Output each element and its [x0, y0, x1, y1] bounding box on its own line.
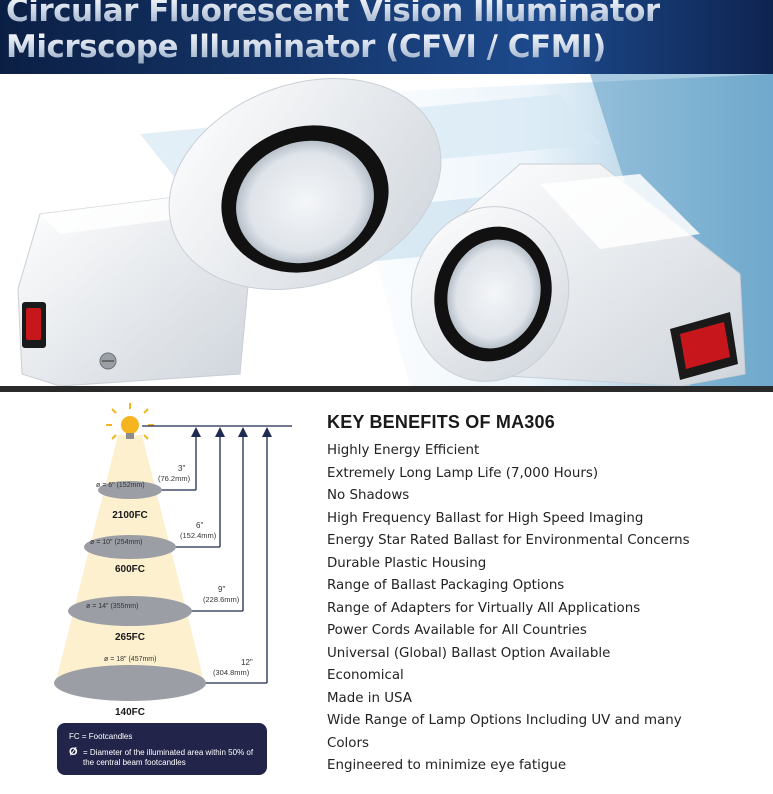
legend-diameter: = Diameter of the illuminated area withi… — [83, 748, 254, 767]
light-bulb-icon — [106, 403, 154, 440]
illuminated-area-2 — [84, 535, 176, 559]
benefits-list: Highly Energy Efficient Extremely Long L… — [327, 440, 767, 778]
benefit-item: Wide Range of Lamp Options Including UV … — [327, 713, 682, 728]
illuminated-area-1 — [98, 481, 162, 499]
footcandles-label-4: 140FC — [115, 707, 145, 718]
distance-in-2: 6" — [196, 521, 203, 530]
diameter-label-3: ø = 14" (355mm) — [86, 603, 138, 610]
diameter-label-4: ø = 18" (457mm) — [104, 656, 156, 663]
diameter-symbol-icon: Ø — [69, 746, 78, 758]
distance-in-4: 12" — [241, 658, 253, 667]
benefit-item: Colors — [327, 735, 369, 751]
distance-in-1: 3" — [178, 464, 185, 473]
product-photo — [0, 74, 773, 392]
benefit-item: Extremely Long Lamp Life (7,000 Hours) — [327, 465, 599, 481]
benefit-item: Economical — [327, 668, 404, 683]
header-title-line2: Micrscope Illuminator (CFVI / CFMI) — [6, 29, 606, 65]
diameter-label-1: ø = 6" (152mm) — [96, 482, 145, 489]
benefit-item: No Shadows — [327, 488, 410, 503]
benefit-item: Universal (Global) Ballast Option Availa… — [327, 645, 611, 661]
footcandles-label-2: 600FC — [115, 564, 145, 575]
beam-diagram-svg: 3" (76.2mm) ø = 6" (152mm) 2100FC 6" (15… — [54, 403, 292, 718]
benefit-item: High Frequency Ballast for High Speed Im… — [327, 510, 644, 526]
distance-mm-3: (228.6mm) — [203, 595, 240, 604]
footcandles-label-3: 265FC — [115, 632, 145, 643]
benefit-item: Range of Ballast Packaging Options — [327, 578, 565, 593]
illuminated-area-4 — [54, 665, 206, 701]
footcandles-label-1: 2100FC — [112, 510, 148, 521]
benefit-item: Highly Energy Efficient — [327, 443, 480, 458]
benefit-item: Durable Plastic Housing — [327, 555, 487, 571]
illumination-diagram: 3" (76.2mm) ø = 6" (152mm) 2100FC 6" (15… — [0, 395, 320, 794]
key-benefits-section: KEY BENEFITS OF MA306 Highly Energy Effi… — [327, 412, 767, 778]
header-banner: Circular Fluorescent Vision Illuminator … — [0, 0, 773, 74]
distance-mm-2: (152.4mm) — [180, 531, 217, 540]
benefit-item: Range of Adapters for Virtually All Appl… — [327, 600, 641, 616]
ring-illuminator-product-photo — [0, 74, 773, 386]
benefit-item: Engineered to minimize eye fatigue — [327, 758, 567, 773]
diameter-label-2: ø = 10" (254mm) — [90, 539, 142, 546]
distance-mm-1: (76.2mm) — [158, 474, 191, 483]
legend-footcandles: FC = Footcandles — [69, 732, 133, 741]
distance-arrows — [130, 427, 272, 684]
benefit-item: Power Cords Available for All Countries — [327, 623, 587, 638]
diagram-legend: FC = Footcandles Ø = Diameter of the ill… — [57, 723, 267, 775]
distance-in-3: 9" — [218, 585, 225, 594]
benefits-title: KEY BENEFITS OF MA306 — [327, 412, 555, 432]
benefit-item: Energy Star Rated Ballast for Environmen… — [327, 533, 690, 548]
illuminated-area-3 — [68, 596, 192, 626]
header-title-line1: Circular Fluorescent Vision Illuminator — [6, 0, 660, 29]
distance-mm-4: (304.8mm) — [213, 668, 250, 677]
benefit-item: Made in USA — [327, 690, 412, 706]
